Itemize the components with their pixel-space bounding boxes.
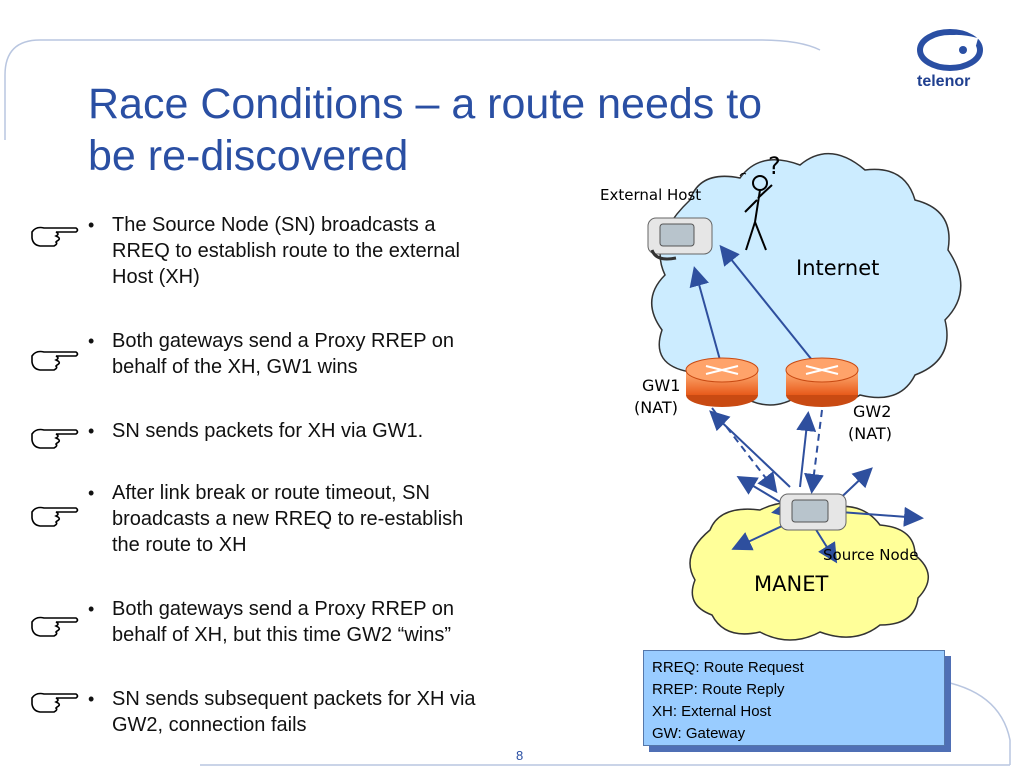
question-mark-label: ? bbox=[768, 152, 781, 180]
internet-cloud bbox=[650, 152, 962, 406]
bullet-item: • SN sends packets for XH via GW1. bbox=[88, 420, 424, 442]
dashed-arrow bbox=[711, 407, 778, 494]
external-host-label: External Host bbox=[600, 186, 702, 204]
pointing-hand-icon bbox=[31, 226, 79, 247]
pointing-hand-icon bbox=[31, 350, 79, 371]
pointing-hand-icon bbox=[31, 506, 79, 527]
pointing-hand-icon bbox=[31, 616, 79, 637]
gw2-router-icon bbox=[785, 357, 859, 407]
bullet-item: • After link break or route timeout, SN … bbox=[88, 482, 464, 556]
legend-box: RREQ: Route Request RREP: Route Reply XH… bbox=[643, 650, 945, 746]
link-arrow bbox=[736, 475, 786, 506]
brand-logo-text: telenor bbox=[917, 73, 971, 90]
bullet-dot-icon: • bbox=[88, 215, 95, 235]
gw1-nat-label: (NAT) bbox=[634, 398, 678, 417]
internet-label: Internet bbox=[796, 256, 880, 280]
gw1-router-icon bbox=[685, 357, 759, 407]
slide-title: Race Conditions – a route needs to be re… bbox=[88, 78, 848, 182]
bullet-item: • Both gateways send a Proxy RREP on beh… bbox=[88, 598, 455, 646]
link-arrow bbox=[796, 411, 817, 488]
bullet-dot-icon: • bbox=[88, 599, 95, 619]
bullet-dot-icon: • bbox=[88, 689, 95, 709]
title-line-1: Race Conditions – a route needs to bbox=[88, 80, 763, 128]
bullet-dot-icon: • bbox=[88, 421, 95, 441]
telenor-logo-icon bbox=[917, 29, 983, 71]
dashed-arrow bbox=[804, 409, 824, 494]
link-arrow bbox=[839, 506, 924, 527]
bullet-dot-icon: • bbox=[88, 483, 95, 503]
page-number: 8 bbox=[516, 748, 524, 763]
legend-item: GW: Gateway bbox=[652, 725, 746, 742]
legend-item: RREQ: Route Request bbox=[652, 659, 804, 676]
source-node-device-icon bbox=[779, 493, 847, 531]
gw2-nat-label: (NAT) bbox=[848, 424, 892, 443]
bullet-item: • Both gateways send a Proxy RREP on beh… bbox=[88, 330, 455, 378]
manet-label: MANET bbox=[754, 572, 829, 596]
external-host-device-icon bbox=[647, 217, 713, 261]
gw1-label: GW1 bbox=[642, 376, 681, 395]
link-arrow bbox=[814, 527, 838, 564]
pointing-hand-icon bbox=[31, 692, 79, 713]
bullet-item: • The Source Node (SN) broadcasts a RREQ… bbox=[88, 214, 460, 288]
link-arrow bbox=[719, 244, 813, 361]
title-line-2: be re-discovered bbox=[88, 132, 409, 180]
gw2-label: GW2 bbox=[853, 402, 892, 421]
link-arrow bbox=[709, 410, 791, 488]
source-node-label: Source Node bbox=[823, 546, 919, 564]
confused-person-icon bbox=[739, 172, 773, 251]
bullet-item: • SN sends subsequent packets for XH via… bbox=[88, 688, 476, 736]
legend-item: RREP: Route Reply bbox=[652, 681, 785, 698]
pointing-hand-icon bbox=[31, 428, 79, 449]
bullet-dot-icon: • bbox=[88, 331, 95, 351]
legend-item: XH: External Host bbox=[652, 703, 772, 720]
link-arrow bbox=[689, 266, 721, 361]
